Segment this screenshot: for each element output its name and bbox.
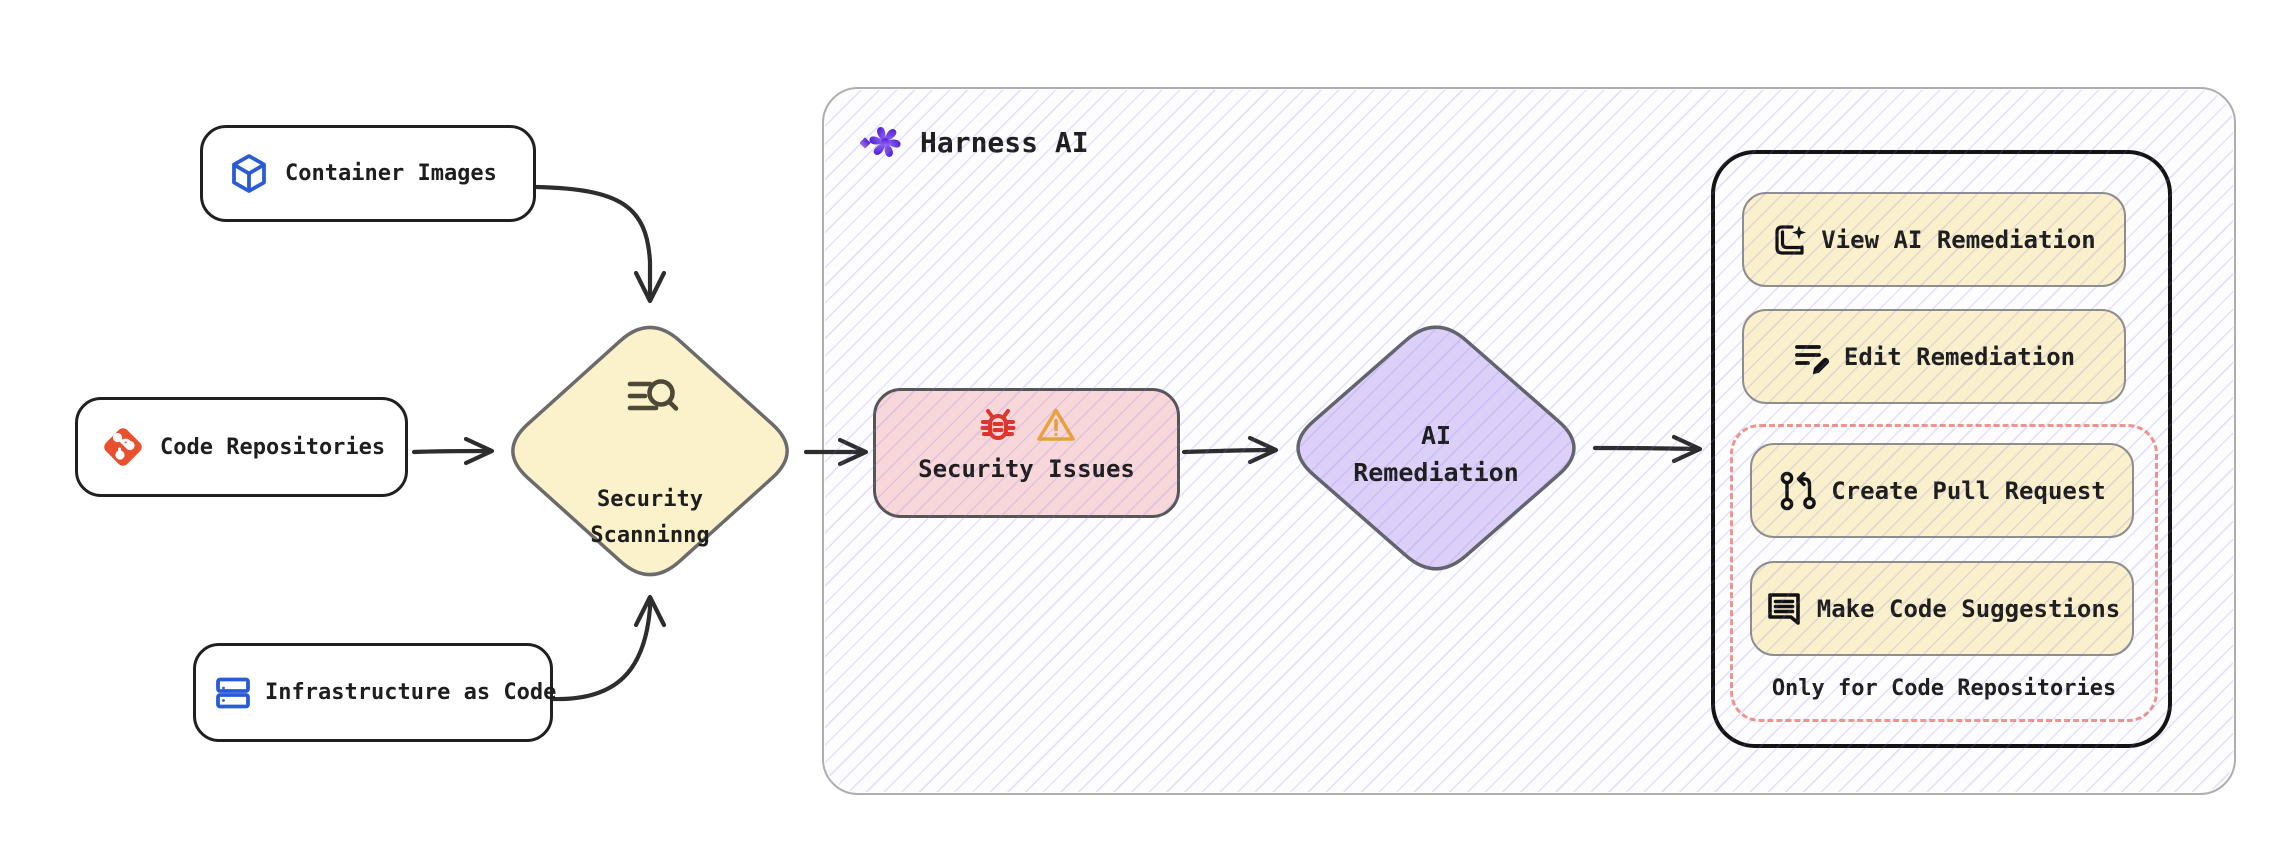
security-issues-label: Security Issues	[918, 455, 1135, 483]
warning-triangle-icon	[1035, 404, 1077, 446]
view-remediation-icon	[1772, 222, 1808, 258]
node-container-images: Container Images	[200, 125, 536, 222]
action-label: Create Pull Request	[1831, 476, 2106, 505]
code-suggestions-icon	[1764, 589, 1804, 629]
edit-remediation-icon	[1793, 339, 1831, 375]
arrow-infra-to-scanning	[549, 594, 667, 702]
harness-ai-label: Harness AI	[860, 118, 1089, 166]
repo-only-note: Only for Code Repositories	[1771, 676, 2117, 701]
node-code-repositories: Code Repositories	[75, 397, 408, 497]
arrow-remediation-to-panel	[1592, 434, 1703, 464]
arrow-container-to-scanning	[534, 184, 667, 304]
action-label: Make Code Suggestions	[1816, 594, 2121, 623]
action-label: Edit Remediation	[1843, 342, 2076, 371]
harness-flower-icon	[860, 118, 908, 166]
node-label: Container Images	[285, 161, 497, 186]
cube-icon	[227, 152, 271, 196]
arrow-issues-to-remediation	[1181, 435, 1279, 465]
make-code-suggestions-button: Make Code Suggestions	[1750, 561, 2134, 656]
node-infrastructure-as-code: Infrastructure as Code	[193, 643, 557, 742]
security-scanning-line2: Scanninng	[590, 523, 710, 548]
remediation-actions-panel	[1711, 150, 2172, 748]
bug-icon	[977, 404, 1019, 446]
server-stack-icon	[211, 671, 255, 715]
ai-remediation-label: AI Remediation	[1286, 417, 1586, 491]
ai-remediation-diamond	[1296, 325, 1576, 571]
search-list-icon	[620, 374, 680, 430]
view-ai-remediation-button: View AI Remediation	[1742, 192, 2126, 287]
git-icon	[100, 424, 146, 470]
security-scanning-diamond	[511, 325, 789, 577]
security-scanning-label: Security Scanninng	[500, 482, 800, 554]
action-label: View AI Remediation	[1821, 225, 2096, 254]
node-label: Code Repositories	[160, 434, 386, 460]
node-security-issues: Security Issues	[873, 388, 1180, 518]
edit-remediation-button: Edit Remediation	[1742, 309, 2126, 404]
create-pull-request-button: Create Pull Request	[1750, 443, 2134, 538]
harness-ai-title: Harness AI	[920, 125, 1089, 159]
node-label: Infrastructure as Code	[265, 680, 557, 705]
arrow-repos-to-scanning	[411, 436, 495, 466]
pull-request-icon	[1778, 469, 1818, 513]
ai-remediation-line1: AI	[1420, 421, 1452, 450]
arrow-scanning-to-issues	[803, 437, 869, 467]
code-repo-only-group	[1730, 424, 2158, 722]
ai-remediation-line2: Remediation	[1353, 458, 1519, 487]
security-scanning-line1: Security	[597, 487, 703, 512]
